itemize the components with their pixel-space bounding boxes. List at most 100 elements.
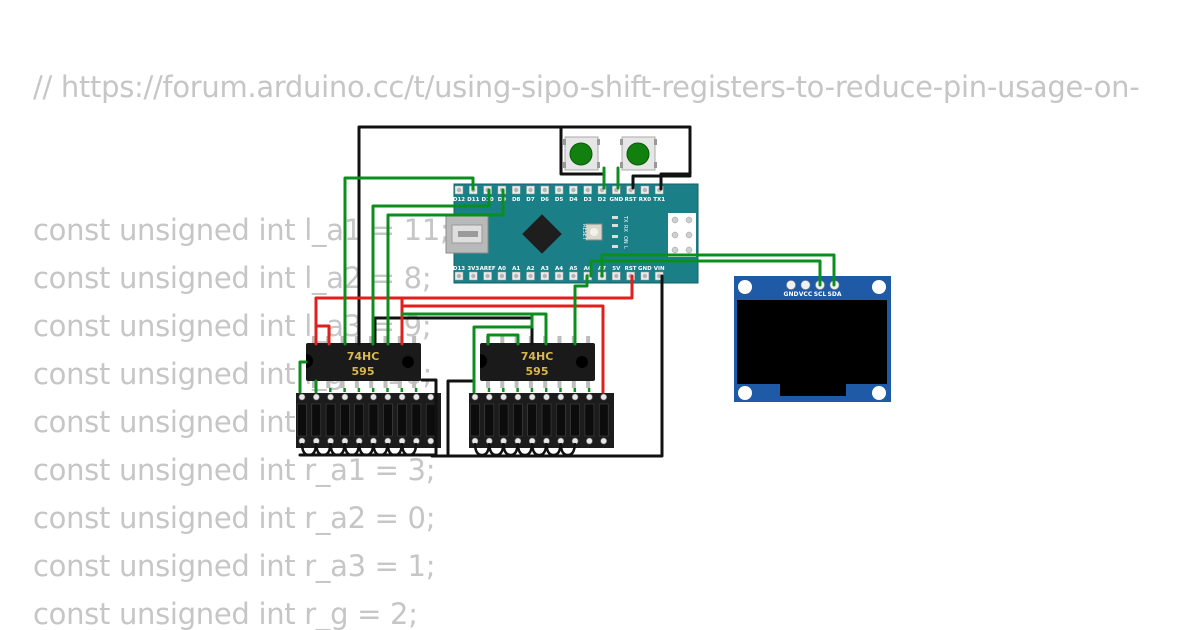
chip-leg-bottom — [326, 381, 331, 388]
nano-pin-rst[interactable]: RST — [625, 185, 637, 203]
nano-pin-d3[interactable]: D3 — [583, 185, 592, 203]
bargraph-pin — [557, 393, 565, 401]
nano-pin-d12[interactable]: D12 — [453, 185, 465, 203]
nano-pin-d13[interactable]: D13 — [453, 266, 465, 281]
chip-leg-top — [369, 336, 374, 343]
bargraph-segment — [541, 403, 552, 437]
oled-pin-gnd[interactable]: GND — [784, 280, 799, 299]
led-bargraph-2[interactable] — [469, 393, 614, 448]
bargraph-pin — [370, 393, 377, 401]
bargraph-segment — [397, 403, 407, 437]
oled-pin-label: VCC — [799, 291, 813, 298]
chip-label-line1: 74HC — [521, 350, 554, 363]
ground-loop-wire — [372, 442, 389, 457]
chip-leg-bottom — [486, 381, 490, 388]
bargraph-segment — [498, 403, 509, 437]
chip-leg-top — [354, 336, 359, 343]
pin-label: 3V3 — [467, 266, 479, 272]
nano-pin-rx0[interactable]: RX0 — [639, 185, 651, 203]
chip-leg-bottom — [528, 381, 533, 388]
bargraph-segment — [340, 403, 350, 437]
ground-loop-wire — [559, 442, 577, 457]
oled-pin-label: SDA — [828, 291, 842, 298]
code-line: const unsigned int r_a3 = 1; — [33, 549, 436, 583]
bargraph-segment — [311, 403, 322, 437]
shift-register-2[interactable]: 74HC 595 — [480, 336, 595, 388]
pin-label: D5 — [555, 197, 564, 203]
oled-pin-label: SCL — [814, 291, 827, 298]
push-button-2[interactable] — [620, 136, 657, 171]
bargraph-segment — [368, 403, 379, 437]
nano-pin-5v[interactable]: 5V — [612, 266, 621, 281]
pin-label: D11 — [467, 197, 479, 203]
bargraph-segment — [555, 403, 566, 437]
chip-leg-bottom — [557, 381, 562, 388]
bargraph-pin — [528, 393, 536, 401]
ground-loop-wire — [315, 442, 332, 457]
chip-leg-bottom — [354, 381, 359, 388]
bargraph-pin — [398, 393, 406, 401]
led-label-on: ON — [622, 236, 628, 244]
code-line-url-comment: // https://forum.arduino.cc/t/using-sipo… — [33, 70, 1140, 104]
chip-leg-top — [397, 336, 402, 343]
ground-loop-wire — [400, 442, 418, 457]
pin-label: AREF — [480, 266, 496, 272]
push-button-1[interactable] — [563, 136, 600, 171]
pin-label: A3 — [541, 266, 549, 272]
nano-pin-d4[interactable]: D4 — [569, 185, 578, 203]
bargraph-pin — [427, 437, 435, 445]
bargraph-pin — [600, 437, 608, 445]
nano-pin-3v3[interactable]: 3V3 — [467, 266, 479, 281]
bargraph-pin — [485, 393, 493, 401]
pin-label: GND — [609, 197, 623, 203]
oled-pin-label: GND — [784, 291, 799, 298]
shift-register-1[interactable]: 74HC 595 — [306, 336, 421, 388]
ground-loop-wire — [300, 442, 318, 457]
ground-loop-wire — [516, 442, 534, 457]
chip-leg-top — [412, 336, 417, 343]
nano-pin-a0[interactable]: A0 — [497, 266, 507, 281]
nano-pin-a2[interactable]: A2 — [526, 266, 535, 281]
bargraph-segment — [513, 403, 523, 437]
bargraph-pin — [586, 393, 593, 401]
oled-pin-vcc[interactable]: VCC — [799, 280, 813, 299]
nano-pin-d8[interactable]: D8 — [511, 185, 521, 203]
nano-pin-a4[interactable]: A4 — [554, 266, 564, 281]
bargraph-pin — [500, 393, 507, 401]
nano-pin-aref[interactable]: AREF — [480, 266, 496, 281]
chip-leg-bottom — [543, 381, 548, 388]
chip-leg-bottom — [397, 381, 402, 388]
bargraph-segment — [297, 403, 307, 437]
chip-leg-top — [383, 336, 388, 343]
bargraph-pin — [312, 393, 320, 401]
ground-loop-wire — [329, 442, 346, 457]
bargraph-segment — [354, 403, 365, 437]
led-bargraph-1[interactable] — [296, 393, 441, 448]
nano-pin-a3[interactable]: A3 — [540, 266, 550, 281]
nano-pin-d5[interactable]: D5 — [554, 185, 564, 203]
ground-loop-wire — [502, 442, 519, 457]
chip-body — [306, 343, 421, 381]
bargraph-segment — [484, 403, 495, 437]
bargraph-segment — [470, 403, 480, 437]
nano-pin-d6[interactable]: D6 — [540, 185, 550, 203]
chip-leg-bottom — [340, 381, 345, 388]
code-line: const unsigned int r_a2 = 0; — [33, 501, 436, 535]
pin-label: D8 — [512, 197, 521, 203]
nano-pin-d7[interactable]: D7 — [526, 185, 535, 203]
code-line: const unsigned int r_a1 = 3; — [33, 453, 436, 487]
pin-label: A0 — [498, 266, 506, 272]
nano-pin-a1[interactable]: A1 — [511, 266, 521, 281]
pin-label: RX0 — [639, 197, 651, 203]
nano-pin-gnd[interactable]: GND — [638, 266, 652, 281]
bargraph-segment — [425, 403, 436, 437]
oled-screen — [737, 300, 887, 384]
bargraph-segment — [411, 403, 422, 437]
bargraph-pin — [355, 393, 363, 401]
bargraph-pin — [543, 393, 550, 401]
chip-leg-top — [586, 336, 591, 343]
nano-pin-a5[interactable]: A5 — [569, 266, 578, 281]
